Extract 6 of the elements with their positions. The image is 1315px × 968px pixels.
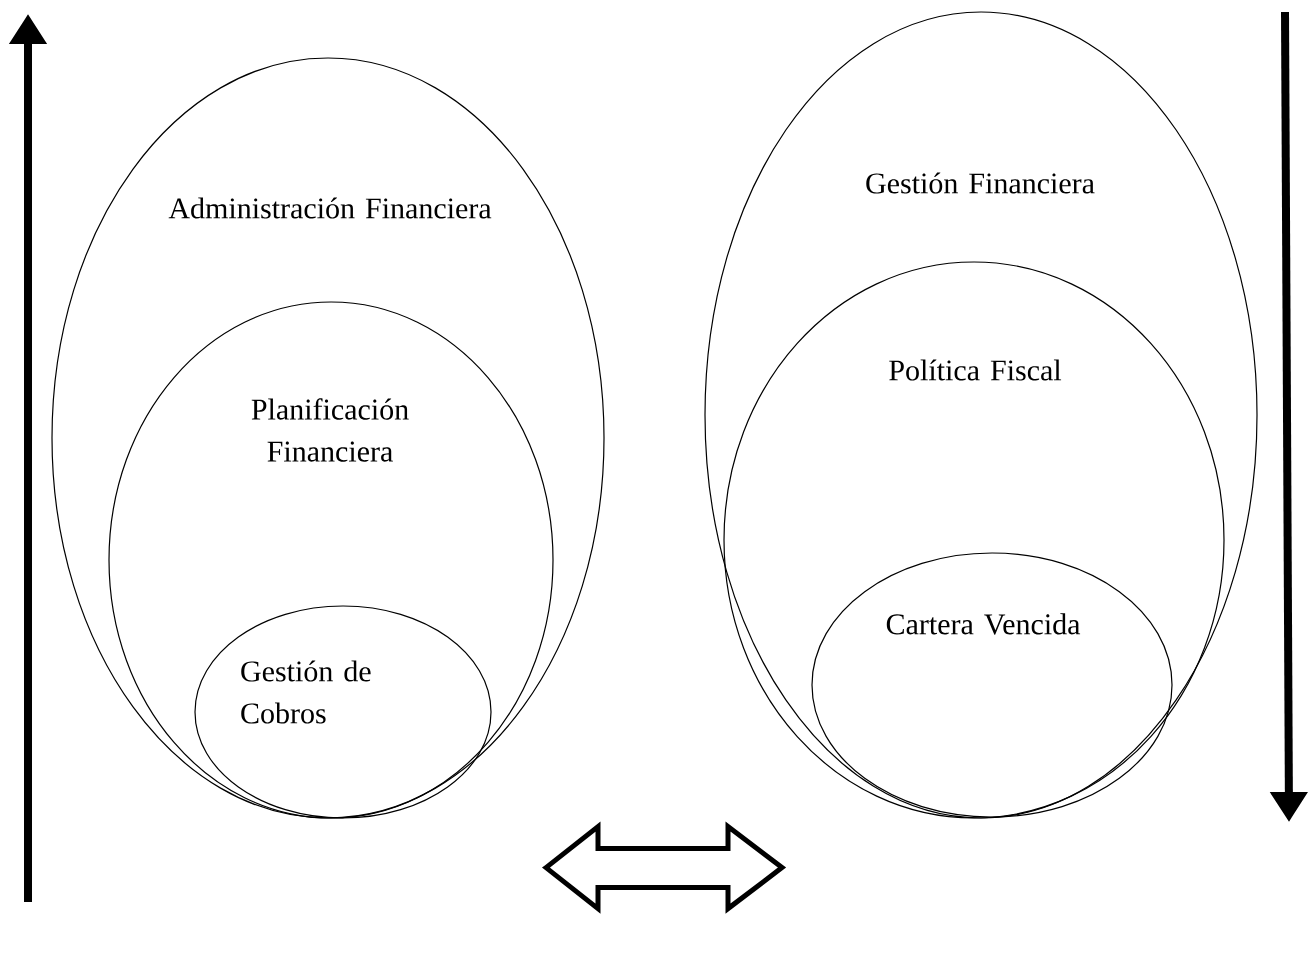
ellipse-label: Administración Financiera <box>168 197 492 219</box>
ellipse-label: Gestión Financiera <box>866 172 1095 194</box>
ellipse-label: Gestión de Cobros <box>241 660 371 724</box>
ellipse-label: Política Fiscal <box>889 359 1062 381</box>
ellipse-label: Planificación Financiera <box>251 398 409 462</box>
ellipse-label: Cartera Vencida <box>886 613 1081 635</box>
